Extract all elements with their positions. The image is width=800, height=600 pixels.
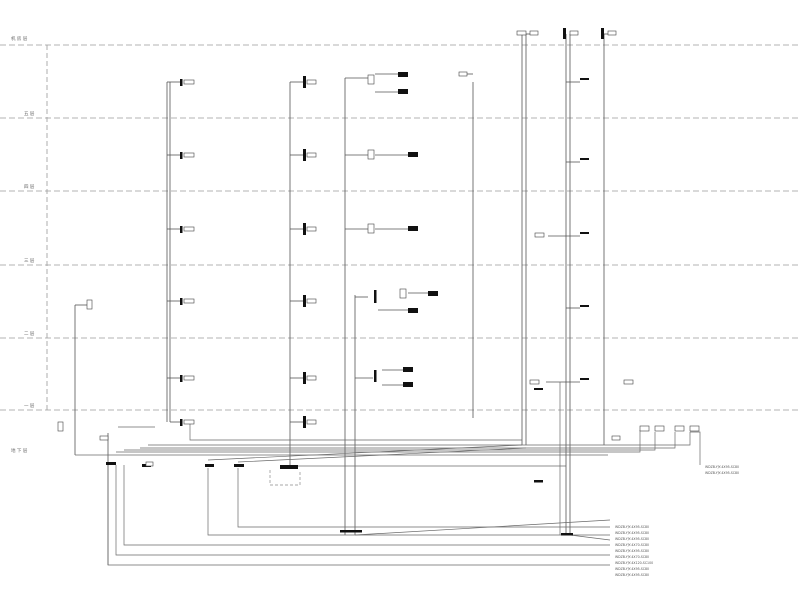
riser-lines <box>74 34 605 565</box>
cable-note: WDZB-YJY-4X95-SC80 <box>615 525 649 529</box>
cable-note: WDZB-YJY-4X70-SC80 <box>615 543 649 547</box>
floor-labels: 机 房 层 五 层 四 层 三 层 二 层 一 层 地 下 层 <box>11 35 35 454</box>
floor-label-3: 三 层 <box>24 258 35 264</box>
branch-taps <box>75 33 612 423</box>
floor-label-4: 四 层 <box>24 184 35 190</box>
cable-note: WDZB-YJY-4X95-SC80 <box>615 537 649 541</box>
cable-note: WDZB-YJY-4X120-SC100 <box>615 561 653 565</box>
floor-label-basement: 地 下 层 <box>11 447 28 454</box>
cable-note: WDZB-YJY-4X95-SC80 <box>615 531 649 535</box>
cable-note: WDZB-YJY-4X95-SC80 <box>705 471 739 475</box>
floor-label-machine-room: 机 房 层 <box>11 35 28 42</box>
cable-note: WDZB-YJY-4X95-SC80 <box>615 567 649 571</box>
cable-notes-right: WDZB-YJY-4X95-SC80 WDZB-YJY-4X95-SC80 <box>705 465 739 475</box>
cable-note: WDZB-YJY-4X95-SC80 <box>615 573 649 577</box>
cable-notes-center: WDZB-YJY-4X95-SC80 WDZB-YJY-4X95-SC80 WD… <box>615 525 653 577</box>
cable-note: WDZB-YJY-4X95-SC80 <box>615 549 649 553</box>
equipment-boxes <box>57 30 700 467</box>
floor-lines <box>0 44 800 411</box>
floor-label-1: 一 层 <box>24 403 35 409</box>
floor-label-5: 五 层 <box>24 111 35 117</box>
panel-blocks <box>106 28 604 536</box>
cable-note: WDZB-YJY-4X95-SC80 <box>705 465 739 469</box>
feeder-lines <box>75 382 701 566</box>
cable-note: WDZB-YJY-4X70-SC80 <box>615 555 649 559</box>
floor-label-2: 二 层 <box>24 331 35 337</box>
